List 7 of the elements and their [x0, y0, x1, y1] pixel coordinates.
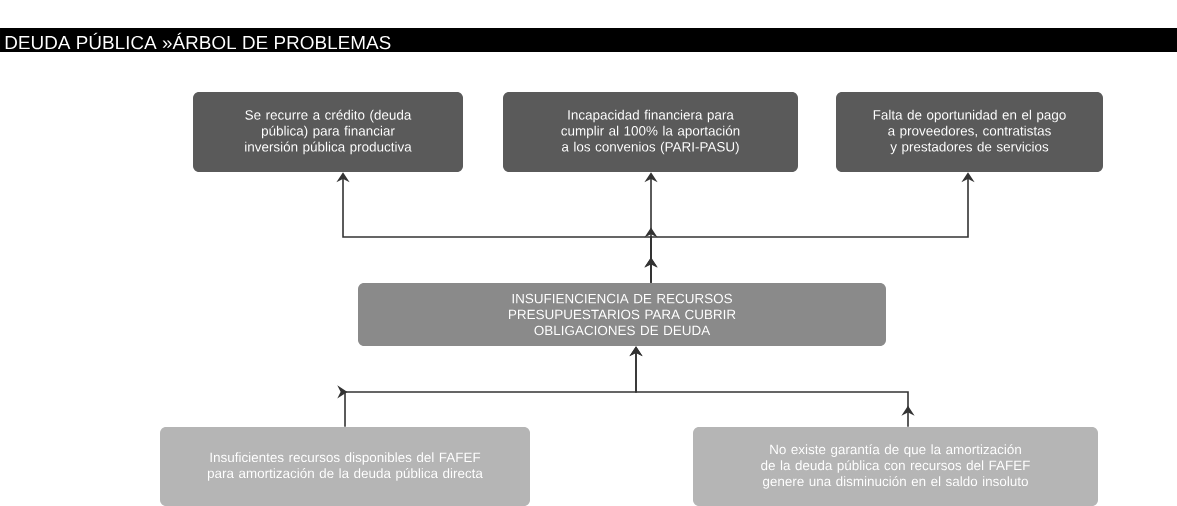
problem-box: Se recurre a crédito (deuda pública) para financiar inversión pública productiva [193, 92, 463, 172]
problem-box: Falta de oportunidad en el pago a proveedores, contratistas y prestadores de servicios [836, 92, 1103, 172]
problem-box: No existe garantía de que la amortización de la deuda pública con recursos del FAFEF genere una disminución en el saldo insoluto [693, 427, 1098, 506]
problem-box: Incapacidad financiera para cumplir al 100% la aportación a los convenios (PARI-PASU) [503, 92, 798, 172]
problem-box: Insuficientes recursos disponibles del FAFEF para amortización de la deuda pública directa [160, 427, 530, 506]
problem-box: INSUFIENCIENCIA DE RECURSOS PRESUPUESTARIOS PARA CUBRIR OBLIGACIONES DE DEUDA [358, 283, 886, 346]
title-bar: DEUDA PÚBLICA »ÁRBOL DE PROBLEMAS [0, 28, 1177, 52]
